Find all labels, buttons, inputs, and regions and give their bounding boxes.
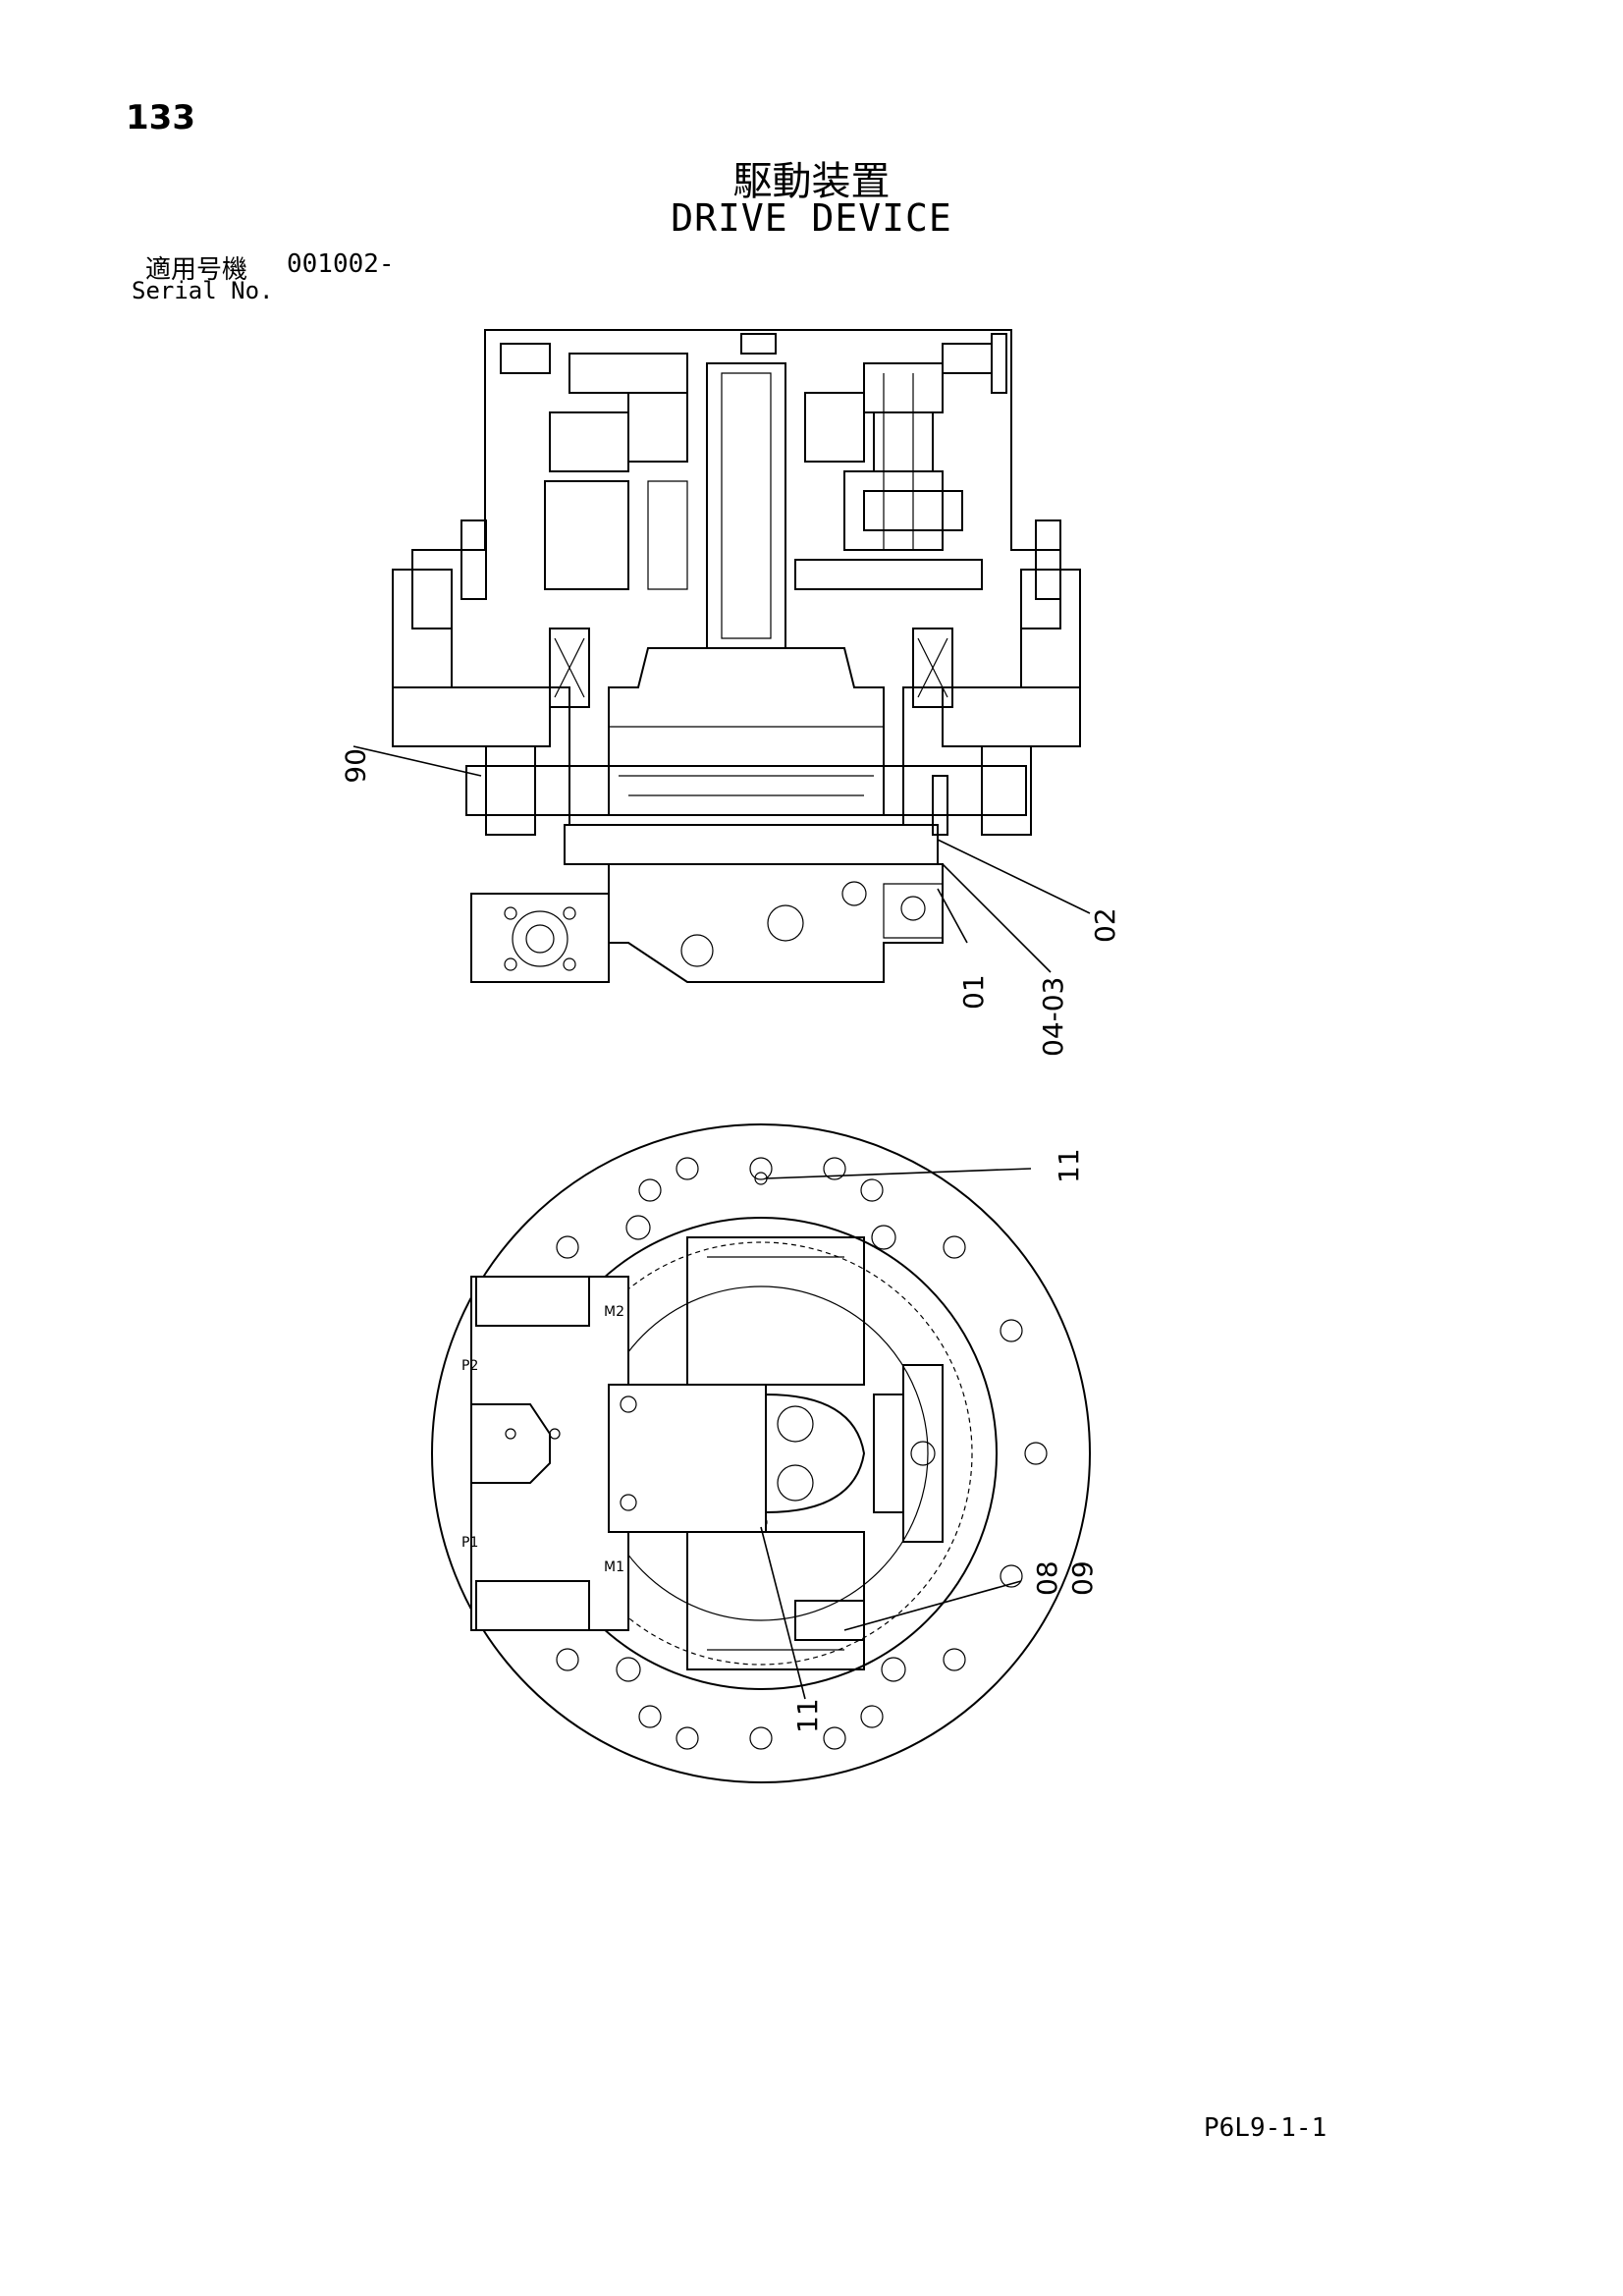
callout-leaders-top	[352, 745, 1091, 973]
callout-02: 02	[1089, 907, 1121, 943]
page-number: 133	[126, 98, 195, 137]
sectional-side-view	[392, 329, 1081, 983]
callout-leaders-bottom	[760, 1168, 1032, 1700]
page-title-japanese: 駆動装置	[732, 159, 891, 204]
port-label-p2: P2	[461, 1358, 478, 1374]
port-label-m2: M2	[604, 1304, 624, 1320]
callout-08: 08	[1031, 1560, 1063, 1596]
figure-code: P6L9-1-1	[1204, 2113, 1327, 2143]
bolt-holes	[499, 1157, 1048, 1750]
part-callouts: 06 02 01 04-03 11 08 09 11	[339, 748, 1121, 1733]
callout-11-bottom: 11	[791, 1698, 824, 1733]
end-view: P2 P1 M2 M1	[431, 1123, 1091, 1783]
callout-01: 01	[957, 974, 990, 1010]
port-label-p1: P1	[461, 1535, 478, 1551]
serial-label-english: Serial No.	[132, 277, 274, 304]
callout-11-top: 11	[1053, 1148, 1085, 1183]
serial-label-japanese: 適用号機	[145, 255, 248, 285]
serial-number-value: 001002-	[287, 249, 395, 279]
callout-06: 06	[339, 748, 371, 784]
callout-04-03: 04-03	[1037, 977, 1069, 1057]
page-title-english: DRIVE DEVICE	[671, 196, 952, 240]
port-label-m1: M1	[604, 1559, 624, 1575]
callout-09: 09	[1066, 1560, 1099, 1596]
